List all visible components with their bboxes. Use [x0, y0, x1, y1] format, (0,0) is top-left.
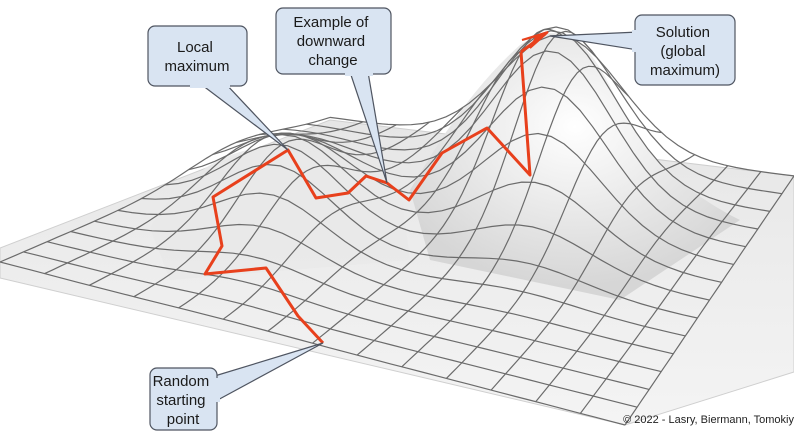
- callout-line: maximum): [650, 62, 720, 79]
- grid-line: [306, 26, 782, 195]
- callout-line: point: [167, 411, 200, 428]
- copyright-credit: © 2022 - Lasry, Biermann, Tomokiy: [623, 414, 794, 426]
- arrow-stem: [520, 32, 546, 54]
- callout-box: [147, 25, 248, 87]
- local-hill: [150, 147, 410, 280]
- search-path: [203, 51, 532, 345]
- callout-line: change: [308, 52, 357, 69]
- callout-pointer: [207, 342, 324, 403]
- callout-line: maximum: [164, 58, 229, 75]
- svg-text:Local maximum: Local maximum: [164, 39, 229, 75]
- svg-text:Random starting po: Random starting point: [153, 373, 214, 428]
- grid-line: [535, 165, 729, 403]
- grid-line: [401, 65, 629, 368]
- callout-solution: Solution (global maximum): [549, 14, 736, 86]
- svg-text:Solution (global m: Solution (global maximum): [650, 24, 720, 79]
- callout-box: [275, 7, 392, 75]
- callout-random-start: Random starting point: [149, 342, 324, 431]
- grid-line: [490, 154, 695, 391]
- callout-line: Local: [177, 39, 213, 56]
- callout-line: Solution: [656, 24, 710, 41]
- callout-line: starting: [156, 392, 205, 409]
- grid-line: [624, 175, 794, 426]
- callout-line: Random: [153, 373, 210, 390]
- svg-text:Example of downward: Example of downward change: [293, 14, 372, 69]
- callout-line: (global: [660, 43, 705, 60]
- grid-line: [579, 171, 762, 414]
- grid-line: [282, 30, 771, 212]
- callout-local-maximum: Local maximum: [147, 25, 289, 151]
- grid-line: [445, 122, 662, 379]
- grid-line: [259, 50, 758, 230]
- callout-line: Example of: [293, 14, 369, 31]
- callout-downward-change: Example of downward change: [275, 7, 392, 184]
- callout-line: downward: [297, 33, 365, 50]
- grid-line: [235, 86, 746, 248]
